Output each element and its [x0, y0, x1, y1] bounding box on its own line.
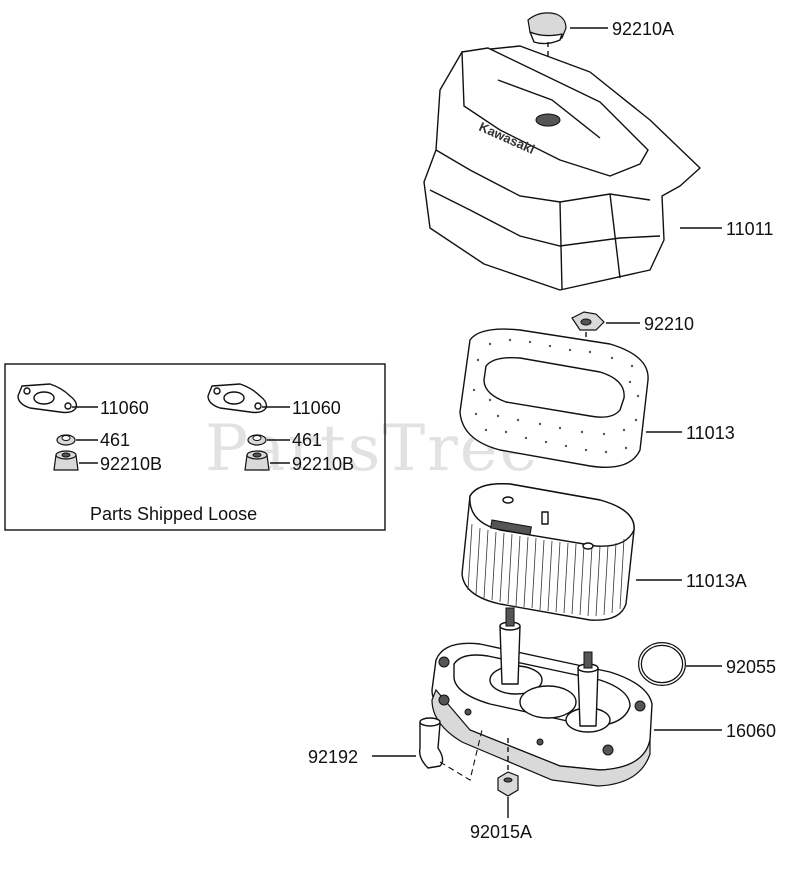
gasket-illustration-left: [17, 383, 78, 414]
callout-461-left: 461: [100, 430, 130, 450]
washer-illustration-left: [56, 434, 76, 446]
callout-cap-nut: 92210A: [612, 19, 674, 39]
callout-92210B-left: 92210B: [100, 454, 162, 474]
callout-nut: 92015A: [470, 822, 532, 842]
cover-illustration: Kawasaki: [423, 45, 701, 291]
callout-base: 16060: [726, 721, 776, 741]
callout-11060-left: 11060: [100, 398, 149, 418]
base-illustration: [431, 607, 653, 787]
callout-92210B-right: 92210B: [292, 454, 354, 474]
breather-tube-illustration: [418, 717, 483, 781]
callout-wing-nut: 92210: [644, 314, 694, 334]
callout-pre-cleaner: 11013: [686, 423, 735, 443]
pre-cleaner-illustration: [459, 328, 649, 468]
callout-cover: 11011: [726, 219, 773, 239]
callout-461-right: 461: [292, 430, 322, 450]
nut-illustration-right: [244, 450, 270, 471]
callout-breather-tube: 92192: [308, 747, 358, 767]
loose-box-caption: Parts Shipped Loose: [90, 504, 257, 524]
o-ring-illustration: [638, 642, 686, 686]
callout-11060-right: 11060: [292, 398, 341, 418]
nut-illustration-left: [53, 450, 79, 471]
gasket-illustration-right: [207, 383, 268, 414]
parts-shipped-loose-box: 11060 461 92210B 11060 461: [4, 363, 386, 531]
callout-o-ring: 92055: [726, 657, 776, 677]
filter-element-illustration: [461, 483, 635, 621]
cap-nut-illustration: [527, 12, 567, 120]
nut-illustration: [497, 736, 519, 797]
callout-filter-element: 11013A: [686, 571, 747, 591]
washer-illustration-right: [247, 434, 267, 446]
